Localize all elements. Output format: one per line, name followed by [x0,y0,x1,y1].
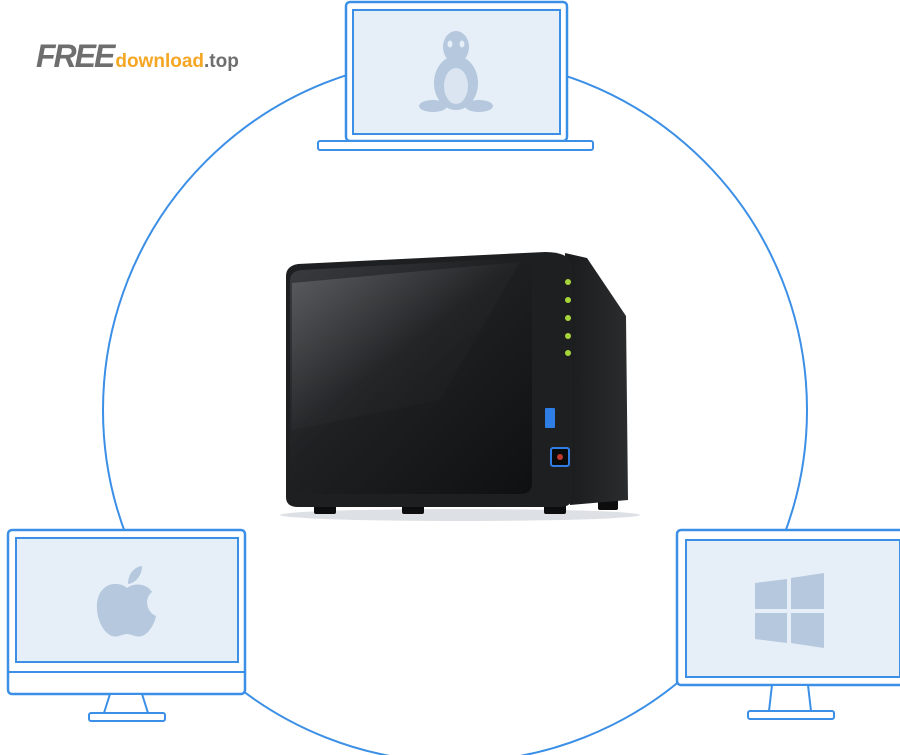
imac-mac [6,528,247,722]
nas-led-3 [565,315,571,321]
nas-front-shine [292,262,520,430]
nas-side [565,253,628,505]
nas-device [280,252,640,521]
monitor-stand [767,684,813,712]
windows-icon [755,573,824,648]
apple-icon [96,566,156,637]
logo-text-free: FREE [36,38,115,74]
nas-led-4 [565,333,571,339]
imac-foot [88,712,166,722]
nas-usb-port [545,408,555,428]
imac-stand [102,693,150,714]
nas-led-2 [565,297,571,303]
laptop-linux [317,0,594,151]
monitor-windows [675,528,900,720]
laptop-base [317,140,594,151]
logo-text-download: download [115,51,204,72]
monitor-foot [747,710,835,720]
logo-text-tld: .top [204,51,239,72]
linux-tux-icon [419,31,493,112]
nas-led-5 [565,350,571,356]
nas-status-leds [565,279,571,356]
nas-power-led [557,454,563,460]
nas-led-1 [565,279,571,285]
freedownload-logo: FREE download .top [36,38,239,74]
